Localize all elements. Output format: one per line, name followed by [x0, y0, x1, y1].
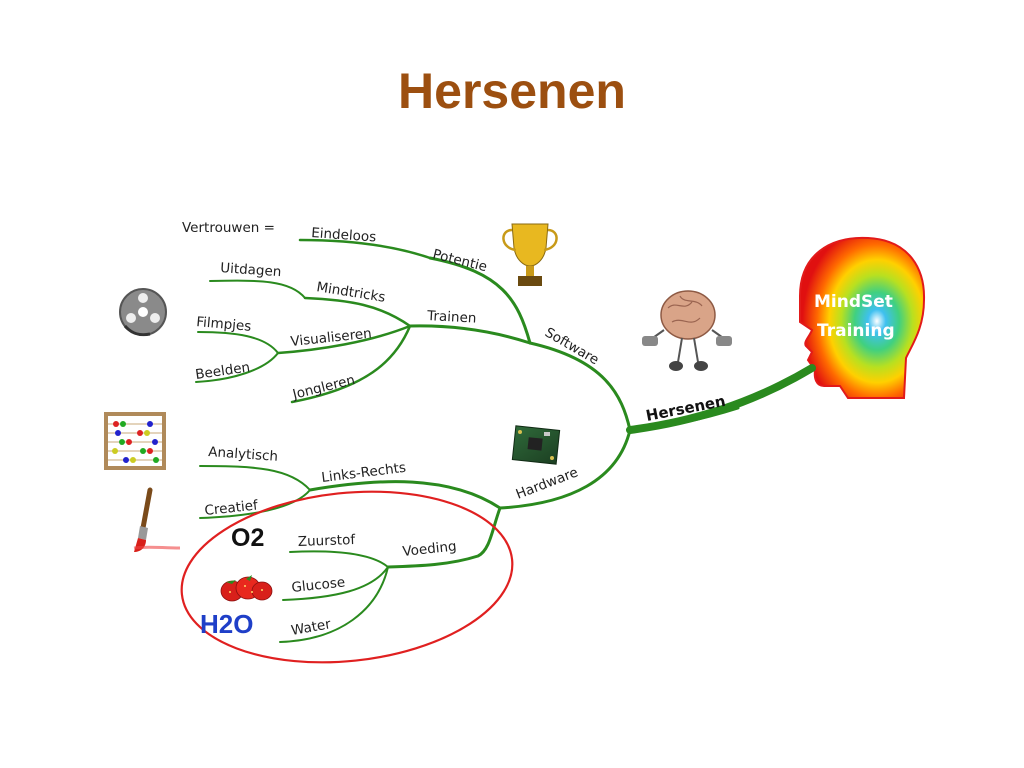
vertrouwen-label: Vertrouwen = — [182, 220, 275, 236]
trainen-label: Trainen — [426, 308, 477, 327]
eindeloos-branch — [298, 238, 432, 260]
beelden-label: Beelden — [194, 359, 251, 383]
head-label-line1: MindSet — [814, 292, 893, 312]
glucose-label: Glucose — [291, 574, 346, 596]
voeding-highlight-circle — [180, 490, 514, 664]
abacus-icon — [104, 412, 166, 470]
hardware-branch — [498, 428, 632, 510]
root-underline — [626, 406, 740, 432]
heatmap-head-icon — [799, 236, 926, 399]
circuit-board-icon — [511, 425, 561, 465]
beelden-branch — [195, 352, 279, 383]
brain-dumbbell-icon — [642, 290, 732, 371]
creatief-branch — [199, 489, 311, 519]
links-rechts-branch — [308, 480, 502, 510]
uitdagen-label: Uitdagen — [220, 260, 282, 280]
zuurstof-label: Zuurstof — [298, 532, 357, 550]
visualiseren-branch — [276, 324, 412, 355]
mindtricks-branch — [303, 296, 412, 328]
h2o-label: H2O — [200, 609, 253, 639]
uitdagen-branch — [209, 279, 306, 299]
creatief-label: Creatief — [204, 497, 260, 519]
branch-lines — [195, 238, 816, 643]
software-label: Software — [542, 325, 602, 369]
film-reel-icon — [119, 288, 167, 337]
paintbrush-icon — [133, 487, 181, 552]
trophy-icon — [502, 223, 558, 286]
water-label: Water — [290, 616, 333, 639]
analytisch-branch — [199, 465, 311, 491]
filmpjes-branch — [197, 331, 279, 354]
potentie-label: Potentie — [431, 246, 489, 275]
voeding-branch — [386, 506, 502, 569]
zuurstof-branch — [289, 550, 389, 568]
software-branch — [528, 341, 632, 432]
head-label-line2: Training — [817, 321, 895, 341]
analytisch-label: Analytisch — [208, 444, 279, 465]
page-title: Hersenen — [398, 63, 626, 119]
water-branch — [279, 566, 389, 643]
strawberries-icon — [220, 575, 273, 602]
hardware-label: Hardware — [514, 464, 581, 502]
glucose-branch — [282, 566, 389, 601]
eindeloos-label: Eindeloos — [311, 225, 377, 245]
voeding-label: Voeding — [402, 538, 458, 560]
jongleren-branch — [290, 324, 412, 404]
potentie-branch — [428, 256, 532, 345]
filmpjes-label: Filmpjes — [196, 314, 252, 335]
trainen-branch — [408, 324, 532, 345]
o2-label: O2 — [231, 524, 264, 552]
jongleren-label: Jongleren — [290, 372, 357, 403]
